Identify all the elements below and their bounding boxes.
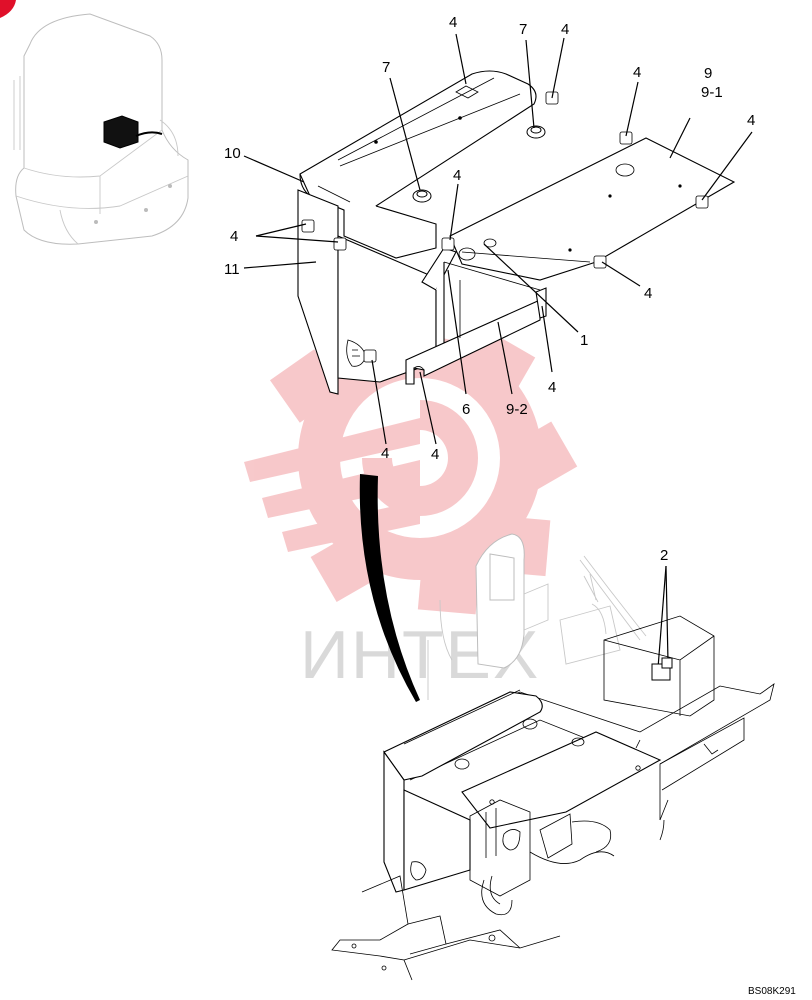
explode-arrow-swoosh	[359, 474, 420, 702]
callout-7-right: 7	[519, 21, 527, 38]
callout-labels: 4 7 7 4 4 9 9-1 4 10 4 4 11 4 1 4 6 9-2 …	[224, 14, 755, 564]
callout-4-center: 4	[453, 167, 461, 184]
callout-4-right: 4	[633, 64, 641, 81]
callout-6: 6	[462, 401, 470, 418]
callout-7-left: 7	[382, 59, 390, 76]
callout-4-bottom-mid: 4	[431, 446, 439, 463]
callout-9: 9	[704, 65, 712, 82]
callout-4-top: 4	[449, 14, 457, 31]
callout-4-bottom-left: 4	[381, 445, 389, 462]
corner-badge	[0, 0, 16, 18]
leader-lines	[243, 33, 753, 669]
callout-2: 2	[660, 547, 668, 564]
callout-4-far-right: 4	[747, 112, 755, 129]
callout-4-topright: 4	[561, 21, 569, 38]
callout-4-lower-right: 4	[644, 285, 652, 302]
callout-9-2: 9-2	[506, 401, 528, 418]
callout-11: 11	[224, 261, 240, 278]
callout-4-bracket: 4	[548, 379, 556, 396]
callout-1: 1	[580, 332, 588, 349]
callout-4-left-pair: 4	[230, 228, 238, 245]
callout-9-1: 9-1	[701, 84, 723, 101]
exploded-cover-assembly	[297, 70, 736, 395]
locator-cab-view	[13, 13, 189, 245]
machine-frame-view	[331, 533, 775, 981]
callout-10: 10	[224, 145, 241, 162]
reference-code: BS08K291	[748, 986, 796, 997]
